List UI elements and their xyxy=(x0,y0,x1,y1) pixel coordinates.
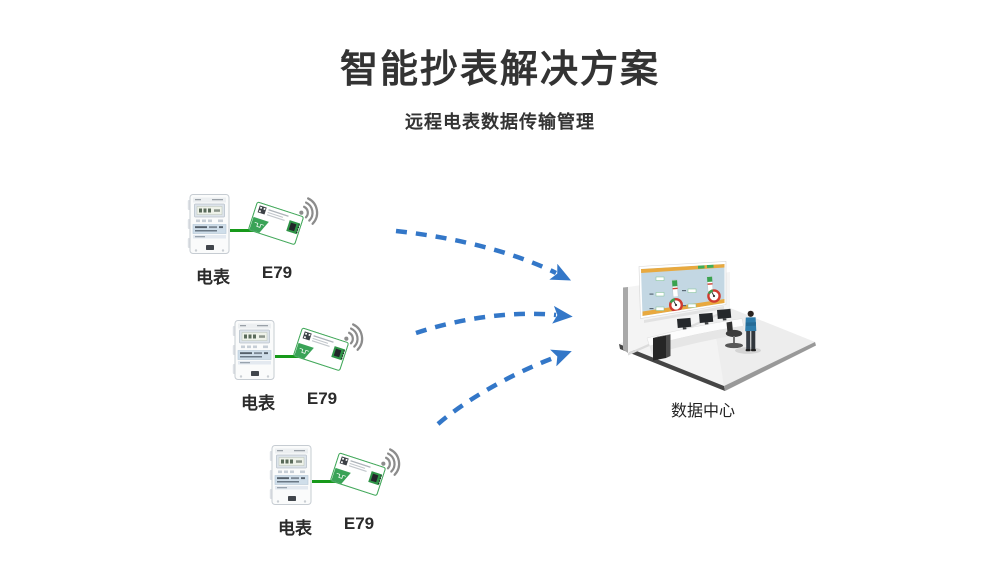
meter-label: 电表 xyxy=(241,394,275,413)
cabinet xyxy=(653,334,671,361)
desk-monitor xyxy=(699,312,714,325)
page-title: 智能抄表解决方案 xyxy=(339,49,660,91)
dashed-arrow xyxy=(415,305,573,336)
office-chair xyxy=(725,321,743,349)
module-label: E79 xyxy=(343,514,375,533)
desk-monitor xyxy=(677,317,692,330)
electric-meter-icon xyxy=(269,444,314,506)
meter-label: 电表 xyxy=(196,268,230,287)
data-center-label: 数据中心 xyxy=(670,403,735,420)
green-wire-connector xyxy=(275,355,299,358)
operator-person xyxy=(735,310,761,354)
meter-node-3: 电表 E79 xyxy=(269,444,419,539)
control-room-illustration xyxy=(612,250,822,395)
desk-monitor xyxy=(717,308,732,321)
module-label: E79 xyxy=(306,389,338,408)
electric-meter-icon xyxy=(187,193,232,255)
dashed-arrow xyxy=(436,349,572,426)
meter-node-2: 电表 E79 xyxy=(232,319,382,414)
green-wire-connector xyxy=(230,229,254,232)
module-label: E79 xyxy=(261,263,293,282)
electric-meter-icon xyxy=(232,319,277,381)
green-wire-connector xyxy=(312,480,336,483)
meter-node-1: 电表 E79 xyxy=(187,193,337,288)
meter-label: 电表 xyxy=(278,519,312,538)
control-room-scene xyxy=(619,261,816,391)
page-subtitle: 远程电表数据传输管理 xyxy=(405,112,595,132)
dashed-arrow xyxy=(395,228,572,281)
